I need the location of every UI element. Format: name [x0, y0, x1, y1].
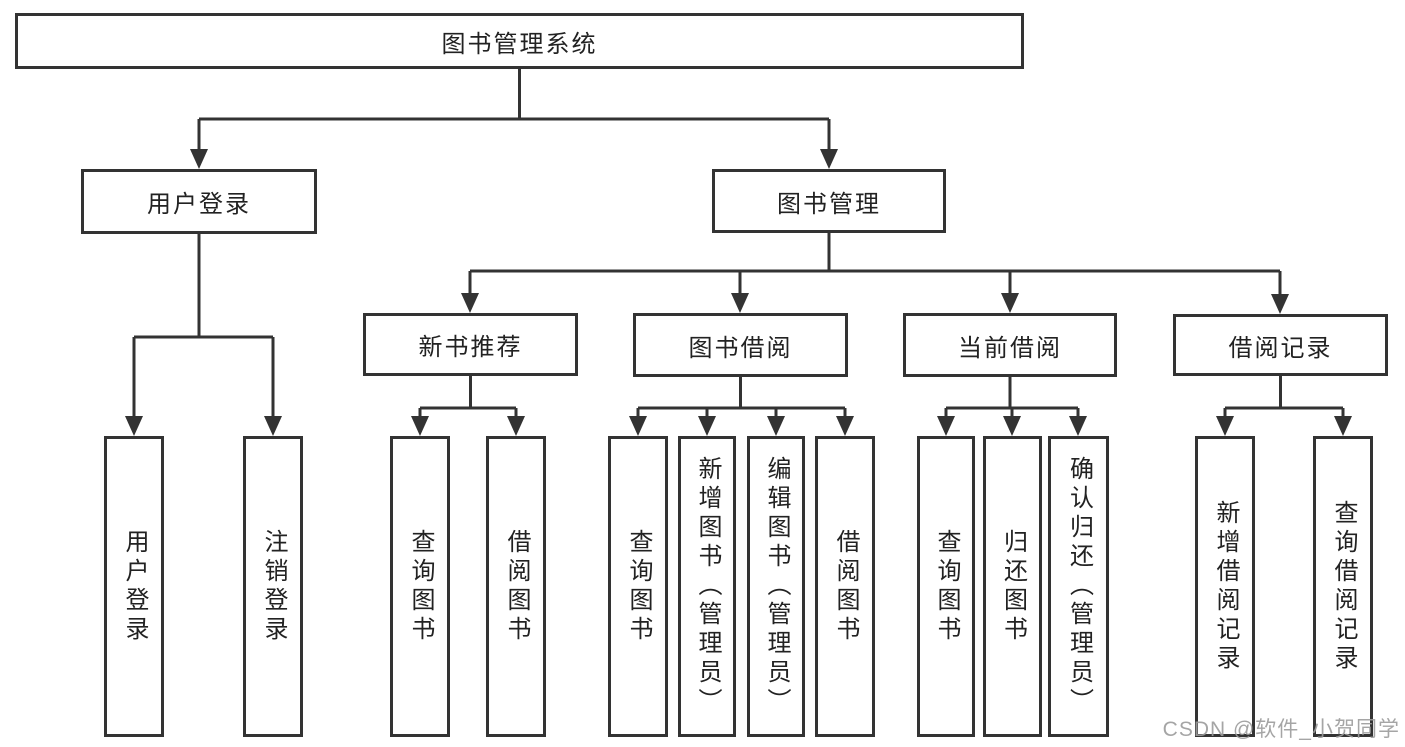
node-label: 新书推荐 — [418, 334, 523, 361]
connector-book-management-to-level3 — [468, 233, 1282, 296]
node-label: 用户登录 — [147, 191, 251, 218]
node-label: 当前借阅 — [958, 334, 1062, 362]
leaf-query-borrow-record: 查询借阅记录 — [1313, 436, 1373, 737]
arrowhead — [629, 416, 647, 436]
arrowhead — [836, 416, 854, 436]
leaf-label: 新增借阅记录 — [1212, 499, 1239, 674]
leaf-label: 编辑图书（管理员） — [763, 456, 790, 717]
connector-current-to-leaves — [944, 377, 1080, 420]
leaf-query-books-current: 查询图书 — [917, 436, 975, 737]
arrowhead — [190, 149, 208, 169]
arrowhead — [507, 416, 525, 436]
node-borrowing-records: 借阅记录 — [1173, 314, 1388, 376]
node-book-borrowing: 图书借阅 — [633, 313, 848, 377]
node-label: 借阅记录 — [1228, 334, 1333, 362]
arrowhead — [698, 416, 716, 436]
leaf-label: 注销登录 — [260, 528, 287, 645]
node-current-borrowing: 当前借阅 — [903, 313, 1117, 377]
arrowhead — [1069, 416, 1087, 436]
connector-records-to-leaves — [1223, 376, 1345, 420]
leaf-label: 用户登录 — [121, 528, 148, 645]
node-label: 图书借阅 — [688, 334, 793, 362]
arrowhead — [461, 293, 479, 313]
connector-borrow-to-leaves — [636, 377, 847, 420]
arrowhead — [1271, 294, 1289, 314]
leaf-user-login: 用户登录 — [104, 436, 164, 737]
node-user-login: 用户登录 — [81, 169, 317, 234]
node-new-book-recommendation: 新书推荐 — [363, 313, 578, 376]
leaf-borrow-books-recommend: 借阅图书 — [486, 436, 546, 737]
arrowhead — [264, 416, 282, 436]
leaf-label: 新增图书（管理员） — [694, 456, 721, 717]
leaf-borrow-books: 借阅图书 — [815, 436, 875, 737]
arrowhead — [820, 149, 838, 169]
connector-recommend-to-leaves — [418, 376, 518, 420]
arrowheads — [125, 149, 1352, 436]
node-book-management: 图书管理 — [712, 169, 946, 233]
leaf-edit-books-admin: 编辑图书（管理员） — [747, 436, 805, 737]
leaf-label: 查询图书 — [933, 528, 960, 645]
watermark: CSDN @软件_小贺同学 — [1162, 718, 1400, 741]
node-label: 图书管理系统 — [441, 30, 598, 58]
arrowhead — [1334, 416, 1352, 436]
arrowhead — [937, 416, 955, 436]
leaf-logout: 注销登录 — [243, 436, 303, 737]
leaf-label: 查询借阅记录 — [1330, 499, 1357, 674]
node-library-system: 图书管理系统 — [15, 13, 1024, 69]
arrowhead — [1216, 416, 1234, 436]
leaf-add-borrow-record: 新增借阅记录 — [1195, 436, 1255, 737]
leaf-add-books-admin: 新增图书（管理员） — [678, 436, 736, 737]
leaf-return-books: 归还图书 — [983, 436, 1042, 737]
arrowhead — [1003, 416, 1021, 436]
arrowhead — [125, 416, 143, 436]
leaf-label: 查询图书 — [407, 528, 434, 645]
connector-root-to-level2 — [197, 69, 831, 152]
leaf-query-books-recommend: 查询图书 — [390, 436, 450, 737]
leaf-label: 借阅图书 — [832, 528, 859, 645]
connector-user-login-to-leaves — [132, 234, 275, 419]
leaf-label: 借阅图书 — [503, 528, 530, 645]
arrowhead — [1001, 293, 1019, 313]
leaf-label: 归还图书 — [999, 528, 1027, 645]
arrowhead — [767, 416, 785, 436]
node-label: 图书管理 — [777, 190, 881, 218]
leaf-query-books-borrow: 查询图书 — [608, 436, 668, 737]
arrowhead — [731, 293, 749, 313]
leaf-confirm-return-admin: 确认归还（管理员） — [1048, 436, 1109, 737]
arrowhead — [411, 416, 429, 436]
leaf-label: 查询图书 — [625, 528, 652, 645]
leaf-label: 确认归还（管理员） — [1065, 456, 1093, 717]
